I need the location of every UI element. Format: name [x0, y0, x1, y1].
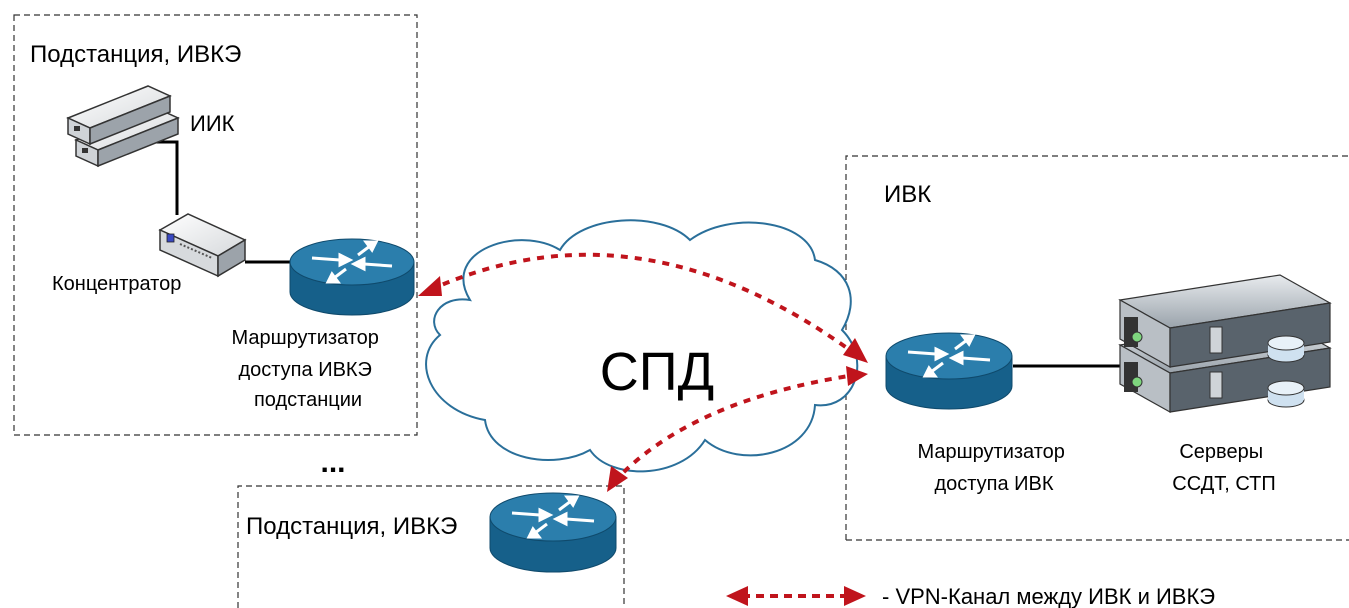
servers-icon: [1118, 274, 1332, 414]
zone-ivk-label: ИВК: [884, 181, 931, 208]
router-ivk-label: Маршрутизатор доступа ИВК: [917, 441, 1070, 495]
zone-substation-second: Подстанция, ИВКЭ: [237, 485, 625, 608]
concentrator-label: Концентратор: [52, 273, 181, 295]
iik-device-icon: [66, 85, 180, 168]
router-ivke-icon: [289, 238, 415, 316]
router-ivke-label-line-3: подстанции: [254, 389, 362, 411]
servers-label-line-2: ССДТ, СТП: [1172, 473, 1275, 495]
vpn-link-ivke-ivk: [418, 252, 868, 363]
legend-vpn-arrow-icon: [726, 586, 866, 606]
vpn-link-second-ivk: [607, 366, 868, 492]
legend: - VPN-Канал между ИВК и ИВКЭ: [726, 584, 1215, 608]
legend-text: - VPN-Канал между ИВК и ИВКЭ: [882, 584, 1215, 608]
zone-ivk: ИВК: [845, 155, 1349, 541]
zone-substation-second-label: Подстанция, ИВКЭ: [246, 513, 457, 540]
more-substations-ellipsis: ...: [320, 446, 345, 479]
iik-label: ИИК: [190, 111, 235, 136]
router-ivke-label: Маршрутизатор доступа ИВКЭ подстанции: [231, 327, 384, 411]
router-second-substation-icon: [489, 492, 617, 573]
zone-substation-main-label: Подстанция, ИВКЭ: [30, 41, 241, 68]
servers-label-line-1: Серверы: [1179, 441, 1263, 463]
cloud-label: СПД: [600, 342, 714, 402]
router-ivk-icon: [885, 332, 1013, 410]
router-ivke-label-line-2: доступа ИВКЭ: [239, 359, 372, 381]
zone-substation-main: Подстанция, ИВКЭ: [13, 14, 418, 436]
router-ivk-label-line-2: доступа ИВК: [934, 473, 1053, 495]
concentrator-icon: [158, 213, 247, 278]
spd-cloud-icon: СПД: [425, 219, 859, 473]
router-ivk-label-line-1: Маршрутизатор: [917, 441, 1064, 463]
servers-label: Серверы ССДТ, СТП: [1172, 441, 1275, 495]
router-ivke-label-line-1: Маршрутизатор: [231, 327, 378, 349]
connection-lines: [155, 140, 1125, 368]
